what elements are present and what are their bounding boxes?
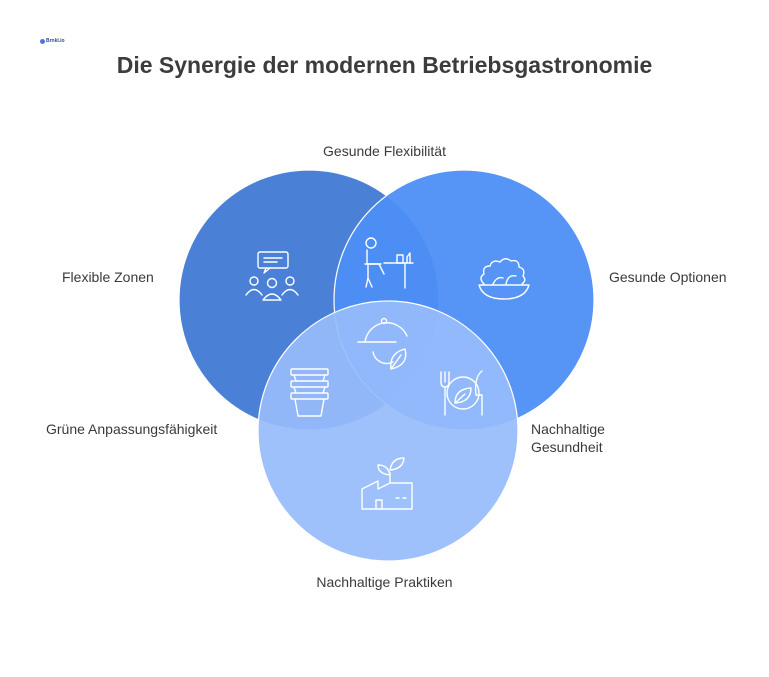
page-title: Die Synergie der modernen Betriebsgastro… — [116, 52, 653, 78]
logo: Brnkl.io — [40, 38, 65, 44]
label-flexible-zonen: Flexible Zonen — [62, 269, 154, 285]
plate-cutlery-leaf-icon — [440, 370, 483, 416]
venn-circles — [178, 169, 595, 562]
logo-mark-icon — [40, 38, 45, 44]
circle-nachhaltige-praktiken — [257, 300, 519, 562]
label-gesunde-flexibilitaet: Gesunde Flexibilität — [323, 143, 446, 159]
factory-plant-icon — [361, 457, 413, 510]
meeting-people-icon — [245, 251, 299, 301]
label-nachhaltige-praktiken: Nachhaltige Praktiken — [316, 574, 453, 590]
dish-leaf-icon — [357, 317, 408, 370]
label-gruene-anpassungsfaehigkeit: Grüne Anpassungsfähigkeit — [46, 421, 218, 437]
label-nachhaltige-gesundheit-line1: Nachhaltige — [531, 421, 605, 437]
label-nachhaltige-gesundheit: Nachhaltige Gesundheit — [531, 420, 605, 456]
label-gesunde-optionen: Gesunde Optionen — [609, 269, 727, 285]
label-nachhaltige-gesundheit-line2: Gesundheit — [531, 439, 603, 455]
logo-text: Brnkl.io — [46, 38, 65, 44]
salad-bowl-icon — [478, 258, 530, 300]
stacked-containers-icon — [290, 368, 329, 417]
person-at-desk-icon — [364, 237, 414, 289]
